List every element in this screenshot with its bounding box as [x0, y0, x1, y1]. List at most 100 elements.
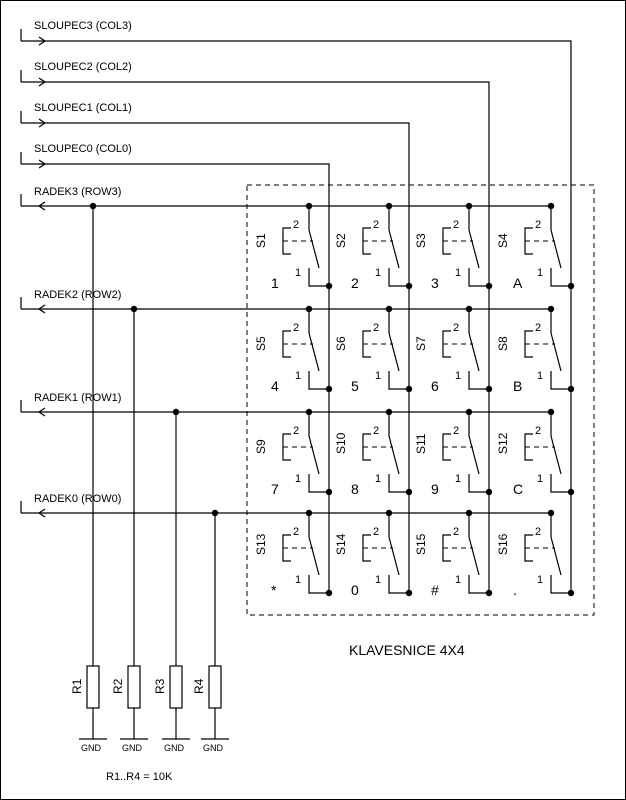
pin-1-label: 1	[295, 370, 301, 382]
wires	[20, 29, 572, 593]
switch-ref: S13	[254, 533, 268, 555]
switch-s15: 2 1 S15 #	[414, 509, 493, 598]
row0-output-arrow-icon	[37, 508, 46, 518]
parts: 21S1121S2221S3321S4A21S5421S6521S7621S8B…	[70, 202, 575, 753]
switch-key-label: 6	[431, 378, 439, 394]
switch-s5: 2 1 S5 4	[254, 305, 333, 394]
switch-key-label: 4	[271, 378, 279, 394]
switch-s2: 2 1 S2 2	[334, 202, 413, 291]
row3-output-arrow-icon	[37, 201, 46, 211]
col0-line	[21, 163, 330, 593]
switch-s13: 2 1 S13 *	[254, 509, 333, 598]
pin-1-label: 1	[375, 267, 381, 279]
pin-2-label: 2	[373, 425, 379, 437]
switch-key-label: 3	[431, 275, 439, 291]
pin-2-label: 2	[535, 322, 541, 334]
pin-2-label: 2	[373, 219, 379, 231]
gnd-label: GND	[122, 743, 143, 753]
pin-2-label: 2	[293, 322, 299, 334]
switch-ref: S11	[414, 433, 428, 454]
switch-key-label: B	[513, 378, 522, 394]
pin-1-label: 1	[455, 574, 461, 586]
switch-ref: S9	[254, 439, 268, 454]
resistor-ref: R3	[153, 678, 167, 694]
gnd-label: GND	[164, 743, 185, 753]
pin-2-label: 2	[453, 526, 459, 538]
pin-1-label: 1	[375, 473, 381, 485]
pin-2-label: 2	[293, 526, 299, 538]
col2-input-arrow-icon	[38, 77, 47, 87]
pin-2-label: 2	[373, 526, 379, 538]
col3-line	[21, 40, 572, 593]
pin-1-label: 1	[375, 370, 381, 382]
pin-2-label: 2	[535, 219, 541, 231]
switch-s9: 2 1 S9 7	[254, 408, 333, 497]
switch-ref: S15	[414, 533, 428, 555]
pin-1-label: 1	[295, 267, 301, 279]
gnd-label: GND	[203, 743, 224, 753]
switch-ref: S4	[496, 233, 510, 248]
switch-ref: S14	[334, 533, 348, 555]
switch-key-label: C	[513, 481, 523, 497]
resistor-ref: R1	[70, 678, 84, 694]
switch-key-label: #	[431, 582, 439, 598]
col1-input-arrow-icon	[38, 118, 47, 128]
labels: SLOUPEC3 (COL3) SLOUPEC2 (COL2) SLOUPEC1 (…	[34, 20, 132, 505]
col3-input-arrow-icon	[38, 36, 47, 46]
col0-label: SLOUPEC0 (COL0)	[34, 143, 132, 155]
switch-ref: S1	[254, 233, 268, 248]
switch-ref: S8	[496, 336, 510, 351]
switch-ref: S3	[414, 233, 428, 248]
switch-key-label: 1	[271, 275, 279, 291]
switch-s3: 2 1 S3 3	[414, 202, 493, 291]
pin-1-label: 1	[455, 370, 461, 382]
switch-ref: S16	[496, 533, 510, 555]
row1-label: RADEK1 (ROW1)	[34, 392, 121, 404]
pin-2-label: 2	[535, 526, 541, 538]
switch-key-label: 8	[351, 481, 359, 497]
row0-label: RADEK0 (ROW0)	[34, 493, 121, 505]
col1-label: SLOUPEC1 (COL1)	[34, 102, 132, 114]
switch-ref: S2	[334, 233, 348, 248]
switch-ref: S7	[414, 336, 428, 351]
pin-1-label: 1	[537, 370, 543, 382]
col2-label: SLOUPEC2 (COL2)	[34, 61, 132, 73]
col2-line	[21, 81, 490, 593]
col0-input-arrow-icon	[38, 159, 47, 169]
gnd-label: GND	[81, 743, 102, 753]
pin-2-label: 2	[293, 425, 299, 437]
row2-output-arrow-icon	[37, 304, 46, 314]
switch-key-label: *	[271, 582, 277, 598]
switch-key-label: 0	[351, 582, 359, 598]
switch-key-label: .	[513, 582, 517, 598]
row3-label: RADEK3 (ROW3)	[34, 186, 121, 198]
pin-1-label: 1	[537, 267, 543, 279]
switch-key-label: 2	[351, 275, 359, 291]
resistor-value-note: R1..R4 = 10K	[106, 771, 173, 783]
resistor-ref: R2	[111, 678, 125, 694]
pin-2-label: 2	[535, 425, 541, 437]
switch-ref: S5	[254, 336, 268, 351]
col3-label: SLOUPEC3 (COL3)	[34, 20, 132, 32]
pin-1-label: 1	[455, 267, 461, 279]
col1-line	[21, 122, 410, 593]
switch-key-label: 7	[271, 481, 279, 497]
pin-2-label: 2	[373, 322, 379, 334]
pin-2-label: 2	[453, 219, 459, 231]
pin-1-label: 1	[295, 574, 301, 586]
pin-2-label: 2	[453, 425, 459, 437]
pin-1-label: 1	[295, 473, 301, 485]
switch-key-label: 5	[351, 378, 359, 394]
switch-key-label: 9	[431, 481, 439, 497]
